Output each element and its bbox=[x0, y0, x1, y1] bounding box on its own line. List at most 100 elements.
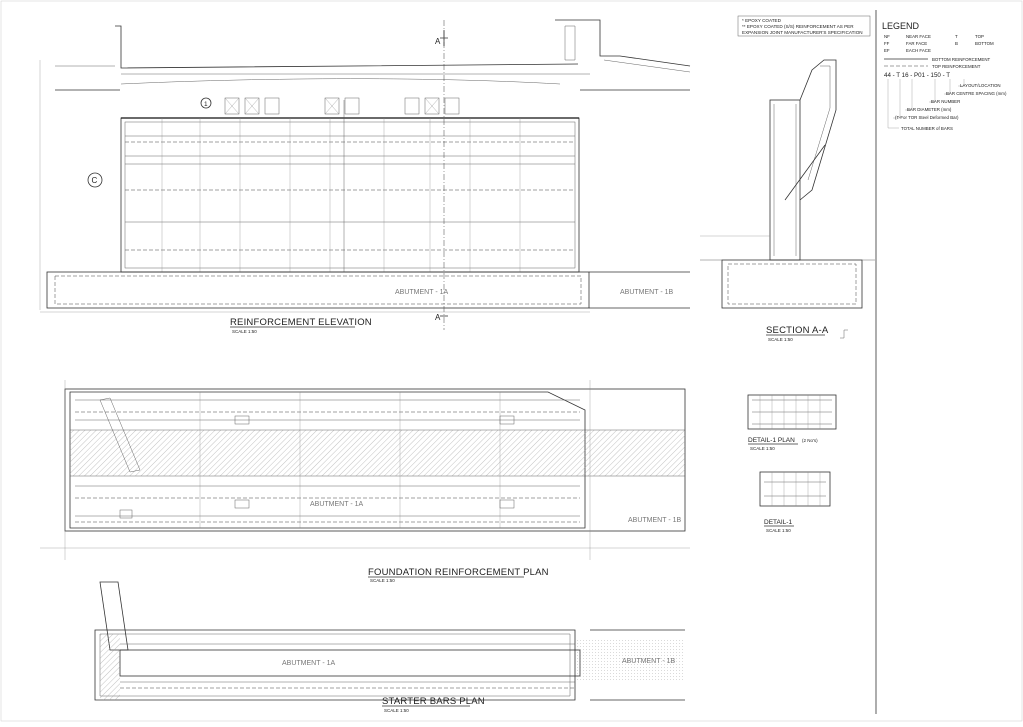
starter-bars-plan: ABUTMENT - 1A ABUTMENT - 1B STARTER BARS… bbox=[94, 581, 685, 713]
plan-tag-2 bbox=[234, 499, 250, 509]
callout-c-label: C bbox=[92, 176, 98, 185]
detail1-plan: DETAIL-1 PLAN (2 No's) SCALE 1:50 bbox=[747, 394, 837, 451]
starter-wall-strip bbox=[119, 649, 581, 677]
plan-tag-1 bbox=[119, 509, 133, 519]
detail1-plan-scale: SCALE 1:50 bbox=[750, 446, 775, 451]
expansion-joint-profile bbox=[555, 19, 691, 67]
legend-abbr-ff: FF bbox=[884, 41, 890, 46]
section-step-symbol bbox=[840, 329, 848, 339]
foundation-plan: ABUTMENT - 1A ABUTMENT - 1B FOUNDATION R… bbox=[40, 380, 690, 583]
note-3: EXPANSION JOINT MANUFACTURER'S SPECIFICA… bbox=[742, 30, 863, 35]
starter-scale: SCALE 1:50 bbox=[384, 708, 409, 713]
detail1-title: DETAIL-1 bbox=[764, 519, 792, 526]
deck-profile bbox=[115, 25, 579, 69]
detail1-outline bbox=[759, 471, 831, 507]
starter-bars bbox=[120, 643, 575, 689]
section-diagonal-bar bbox=[784, 144, 826, 201]
deck-curve bbox=[120, 78, 561, 85]
legend-part-total: TOTAL NUMBER of BARS bbox=[901, 126, 953, 131]
plan-tag-4 bbox=[234, 415, 250, 425]
foundation-plan-scale: SCALE 1:50 bbox=[370, 578, 395, 583]
legend-abbr-ef: EF bbox=[884, 48, 890, 53]
joint-block bbox=[564, 25, 576, 61]
section-label-top: A bbox=[435, 37, 441, 46]
legend-line-dashed-label: TOP REINFORCEMENT bbox=[932, 64, 981, 69]
reinforcement-elevation: A A 1 C ABUTMENT - 1A ABUTMENT - 1B REIN… bbox=[39, 19, 691, 334]
legend-part-spacing: BAR CENTRE SPACING (mm) bbox=[946, 91, 1007, 96]
callout-c-circle bbox=[87, 172, 103, 188]
legend-part-layout: LAYOUT/LOCATION bbox=[960, 83, 1001, 88]
foundation-rebar bbox=[54, 275, 582, 305]
plan-tag-3 bbox=[499, 499, 515, 509]
section-label-bottom: A bbox=[435, 313, 441, 322]
legend-abbr-nf: NF bbox=[884, 34, 890, 39]
section-title: SECTION A-A bbox=[766, 325, 829, 336]
starter-title: STARTER BARS PLAN bbox=[382, 696, 485, 707]
callout-1-label: 1 bbox=[204, 101, 208, 108]
section-footing bbox=[721, 259, 863, 309]
legend-bar-mark-example: 44 - T 16 - P01 - 150 - T bbox=[884, 72, 950, 79]
notes-box: * EPOXY COATED ** EPOXY COATED (S/S) REI… bbox=[737, 15, 871, 37]
plan-abutment-1a: ABUTMENT - 1A bbox=[310, 501, 363, 508]
wing-wall-left bbox=[99, 397, 141, 473]
detail1: DETAIL-1 SCALE 1:50 bbox=[759, 471, 831, 533]
section-back-face bbox=[799, 59, 837, 201]
section-marker-top bbox=[440, 30, 448, 46]
starter-abutment-1a: ABUTMENT - 1A bbox=[282, 660, 335, 667]
legend-abbr-t: T bbox=[955, 34, 958, 39]
detail1-scale: SCALE 1:50 bbox=[766, 528, 791, 533]
foundation-block bbox=[46, 271, 590, 309]
detail1-plan-title: DETAIL-1 PLAN bbox=[748, 437, 795, 444]
note-1: * EPOXY COATED bbox=[742, 18, 782, 23]
legend-abbr-b: B bbox=[955, 41, 958, 46]
starter-outline bbox=[94, 629, 576, 701]
legend-abbr-nf-meaning: NEAR FACE bbox=[906, 34, 931, 39]
detail1-plan-outline bbox=[747, 394, 837, 430]
approach-slab bbox=[603, 59, 691, 73]
legend-part-number: BAR NUMBER bbox=[931, 99, 960, 104]
starter-adjacent-fill bbox=[575, 640, 685, 680]
horizontal-bars bbox=[125, 135, 575, 251]
legend: LEGEND NF NEAR FACE T TOP FF FAR FACE B … bbox=[882, 21, 1007, 131]
detail1-plan-suffix: (2 No's) bbox=[802, 438, 818, 443]
foundation-bars bbox=[75, 392, 580, 528]
legend-abbr-ef-meaning: EACH FACE bbox=[906, 48, 931, 53]
callout-1-circle bbox=[200, 97, 212, 109]
section-stem bbox=[769, 99, 801, 261]
section-scale: SCALE 1:50 bbox=[768, 337, 793, 342]
starter-end-hatch bbox=[100, 634, 120, 700]
section-aa: SECTION A-A SCALE 1:50 bbox=[700, 59, 875, 342]
deck-line bbox=[55, 65, 590, 75]
wall-footprint-hatch bbox=[70, 430, 685, 476]
plan-abutment-1b: ABUTMENT - 1B bbox=[628, 517, 681, 524]
detail1-plan-bars bbox=[752, 395, 832, 429]
abutment-wall bbox=[120, 117, 580, 273]
elevation-abutment-1b: ABUTMENT - 1B bbox=[620, 289, 673, 296]
foundation-plan-title: FOUNDATION REINFORCEMENT PLAN bbox=[368, 567, 549, 578]
notes-frame bbox=[737, 15, 871, 37]
section-top-bars bbox=[807, 65, 831, 181]
legend-bar-mark-leaders bbox=[887, 79, 965, 129]
legend-line-solid-label: BOTTOM REINFORCEMENT bbox=[932, 57, 991, 62]
legend-abbr-b-meaning: BOTTOM bbox=[975, 41, 994, 46]
detail1-bars bbox=[764, 472, 826, 506]
section-footing-bars bbox=[727, 263, 857, 305]
note-2: ** EPOXY COATED (S/S) REINFORCEMENT AS P… bbox=[742, 24, 854, 29]
vertical-bars bbox=[161, 100, 521, 272]
starter-abutment-1b: ABUTMENT - 1B bbox=[622, 658, 675, 665]
starter-wing-wall bbox=[99, 581, 129, 651]
plan-tag-5 bbox=[499, 415, 515, 425]
legend-abbr-ff-meaning: FAR FACE bbox=[906, 41, 927, 46]
section-stem-bars bbox=[773, 104, 797, 256]
starter-adjacent-edges bbox=[590, 629, 685, 701]
elevation-abutment-1a: ABUTMENT - 1A bbox=[395, 289, 448, 296]
wall-rebar-cage bbox=[124, 121, 576, 269]
legend-title: LEGEND bbox=[882, 21, 920, 31]
legend-abbr-t-meaning: TOP bbox=[975, 34, 984, 39]
elevation-title: REINFORCEMENT ELEVATION bbox=[230, 317, 372, 328]
legend-part-diameter: BAR DIAMETER (mm) bbox=[907, 107, 952, 112]
legend-part-tor: (T-For TOR Steel Deformed Bar) bbox=[895, 115, 959, 120]
